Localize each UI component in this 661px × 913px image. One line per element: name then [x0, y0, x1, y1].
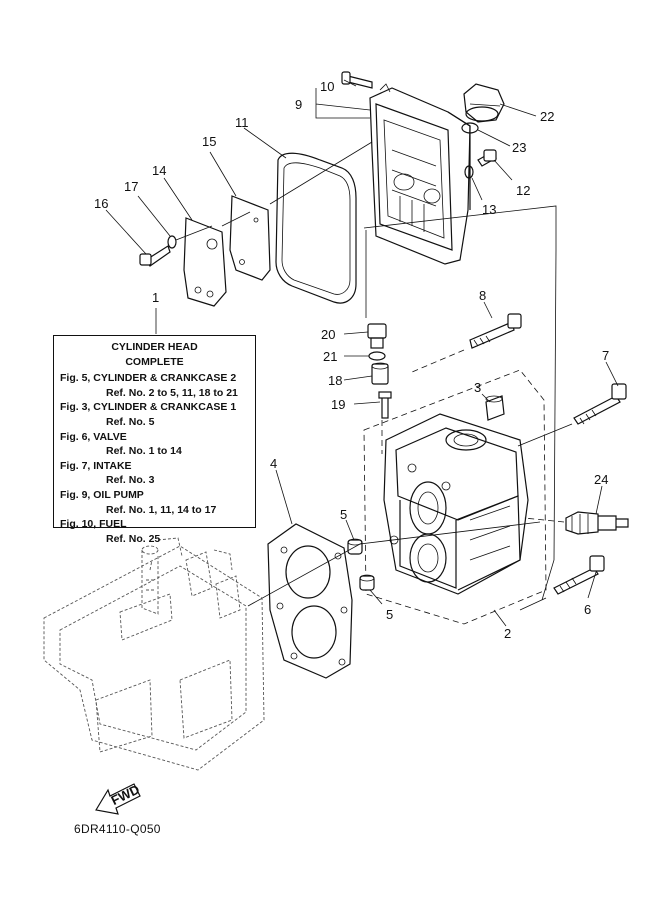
- callout-16: 16: [94, 196, 108, 211]
- legend-ref-1: Ref. No. 5: [106, 415, 155, 428]
- legend-title-line2: COMPLETE: [125, 355, 184, 368]
- callout-11: 11: [235, 115, 249, 130]
- washer-13-part: [464, 165, 474, 179]
- callout-5a: 5: [340, 507, 347, 522]
- legend-ref-5: Ref. No. 25: [106, 532, 161, 545]
- legend-ref-0: Ref. No. 2 to 5, 11, 18 to 21: [106, 386, 238, 399]
- callout-1: 1: [152, 290, 159, 305]
- callout-15: 15: [202, 134, 216, 149]
- callout-10: 10: [320, 79, 334, 94]
- cylinder-head-part: [363, 369, 547, 625]
- legend-fig-1: Fig. 3, CYLINDER & CRANKCASE 1: [60, 401, 237, 414]
- bolt-10-part: [341, 71, 373, 89]
- callout-5b: 5: [386, 607, 393, 622]
- cylinder-head-complete-legend: CYLINDER HEAD COMPLETE Fig. 5, CYLINDER …: [53, 335, 256, 545]
- bolt-8-part: [469, 313, 522, 349]
- callout-8: 8: [479, 288, 486, 303]
- legend-title-line1: CYLINDER HEAD: [111, 341, 198, 353]
- gasket-14-part: [183, 217, 227, 307]
- fwd-label: FWD: [109, 782, 142, 808]
- fwd-arrow-icon: [95, 783, 141, 815]
- gasket-11-part: [275, 152, 357, 304]
- callout-14: 14: [152, 163, 166, 178]
- callout-20: 20: [321, 327, 335, 342]
- crankcase-phantom-outline: [43, 537, 265, 771]
- diagram-code: 6DR4110-Q050: [74, 822, 161, 836]
- oil-filler-cap-22-part: [463, 83, 505, 123]
- spark-plug-24-part: [565, 511, 629, 535]
- plug-20-part: [367, 323, 387, 349]
- rod-19-part: [378, 391, 392, 419]
- callout-17: 17: [124, 179, 138, 194]
- callout-12: 12: [516, 183, 530, 198]
- callout-2: 2: [504, 626, 511, 641]
- bolt-12-part: [477, 149, 497, 167]
- washer-17-part: [167, 235, 177, 249]
- dowel-3-part: [485, 395, 505, 421]
- callout-7: 7: [602, 348, 609, 363]
- callout-23: 23: [512, 140, 526, 155]
- plate-15-part: [229, 195, 271, 281]
- legend-fig-2: Fig. 6, VALVE: [60, 430, 127, 443]
- o-ring-23-part: [461, 122, 479, 134]
- legend-ref-4: Ref. No. 1, 11, 14 to 17: [106, 503, 217, 516]
- legend-fig-4: Fig. 9, OIL PUMP: [60, 488, 144, 501]
- callout-18: 18: [328, 373, 342, 388]
- callout-6: 6: [584, 602, 591, 617]
- callout-19: 19: [331, 397, 345, 412]
- bolt-7-part: [573, 383, 627, 425]
- callout-22: 22: [540, 109, 554, 124]
- dowel-pin-5b-part: [359, 574, 375, 591]
- bolt-16-part: [139, 245, 171, 267]
- legend-fig-0: Fig. 5, CYLINDER & CRANKCASE 2: [60, 372, 237, 385]
- legend-ref-2: Ref. No. 1 to 14: [106, 445, 182, 458]
- cylinder-head-gasket-4-part: [267, 523, 353, 679]
- cylinder-head-cover-part: [369, 83, 471, 265]
- callout-4: 4: [270, 456, 277, 471]
- callout-24: 24: [594, 472, 608, 487]
- legend-fig-5: Fig. 10, FUEL: [60, 518, 127, 531]
- legend-fig-3: Fig. 7, INTAKE: [60, 459, 132, 472]
- callout-13: 13: [482, 202, 496, 217]
- callout-3: 3: [474, 380, 481, 395]
- bolt-6-part: [553, 555, 605, 595]
- legend-ref-3: Ref. No. 3: [106, 474, 155, 487]
- callout-21: 21: [323, 349, 337, 364]
- gasket-21-part: [368, 351, 386, 361]
- thermostat-18-part: [371, 362, 389, 385]
- callout-9: 9: [295, 97, 302, 112]
